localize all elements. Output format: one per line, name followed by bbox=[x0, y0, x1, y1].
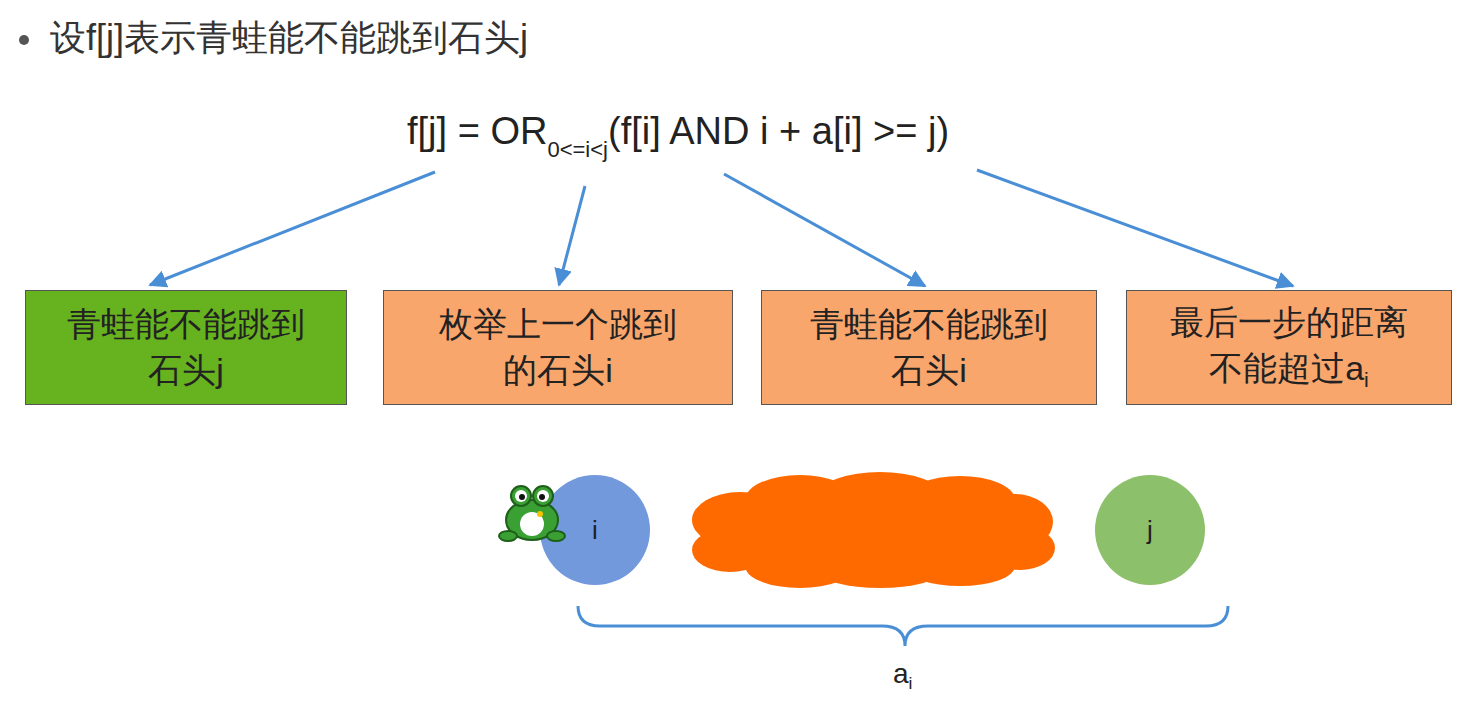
node-label: 最后一步的距离不能超过a bbox=[1170, 303, 1408, 387]
brace bbox=[578, 606, 1228, 646]
title: 设f[j]表示青蛙能不能跳到石头j bbox=[50, 14, 528, 63]
node-label: j bbox=[1147, 515, 1153, 545]
node-label: 青蛙能不能跳到石头i bbox=[810, 305, 1048, 389]
explanation-box: 青蛙能不能跳到石头i bbox=[761, 290, 1097, 405]
node-text: 枚举上一个跳到的石头i bbox=[434, 302, 682, 394]
dimension-symbol: a bbox=[893, 658, 909, 689]
leader-arrow bbox=[724, 174, 925, 286]
stone-circle: i bbox=[540, 475, 650, 585]
leader-arrows bbox=[150, 170, 1293, 286]
leader-arrow bbox=[559, 186, 585, 285]
explanation-box: 枚举上一个跳到的石头i bbox=[383, 290, 733, 405]
formula-part: (f[i] AND i + a[i] >= j) bbox=[608, 110, 949, 152]
node-text: 最后一步的距离不能超过ai bbox=[1165, 300, 1413, 395]
stone-circle: j bbox=[1095, 475, 1205, 585]
node-label: i bbox=[592, 515, 598, 545]
formula: f[j] = OR0<=i<j(f[i] AND i + a[i] >= j) bbox=[407, 110, 949, 163]
bullet bbox=[19, 35, 29, 45]
definition-box: 青蛙能不能跳到石头j bbox=[25, 290, 347, 405]
node-text: 青蛙能不能跳到石头i bbox=[805, 302, 1053, 394]
node-text: j bbox=[1147, 515, 1153, 546]
node-text: 青蛙能不能跳到石头j bbox=[62, 302, 310, 394]
leader-arrow bbox=[150, 172, 435, 285]
subscript: i bbox=[1364, 368, 1369, 391]
cloud bbox=[692, 472, 1055, 588]
leader-arrow bbox=[977, 170, 1293, 286]
explanation-box: 最后一步的距离不能超过ai bbox=[1126, 290, 1452, 405]
node-label: 枚举上一个跳到的石头i bbox=[439, 305, 677, 389]
node-text: i bbox=[592, 515, 598, 546]
formula-part: f[j] = OR bbox=[407, 110, 547, 152]
node-label: 青蛙能不能跳到石头j bbox=[67, 305, 305, 389]
dimension-label: ai bbox=[893, 658, 912, 694]
frog-icon bbox=[494, 478, 574, 548]
formula-subscript: 0<=i<j bbox=[547, 137, 608, 162]
subscript: i bbox=[909, 673, 913, 693]
